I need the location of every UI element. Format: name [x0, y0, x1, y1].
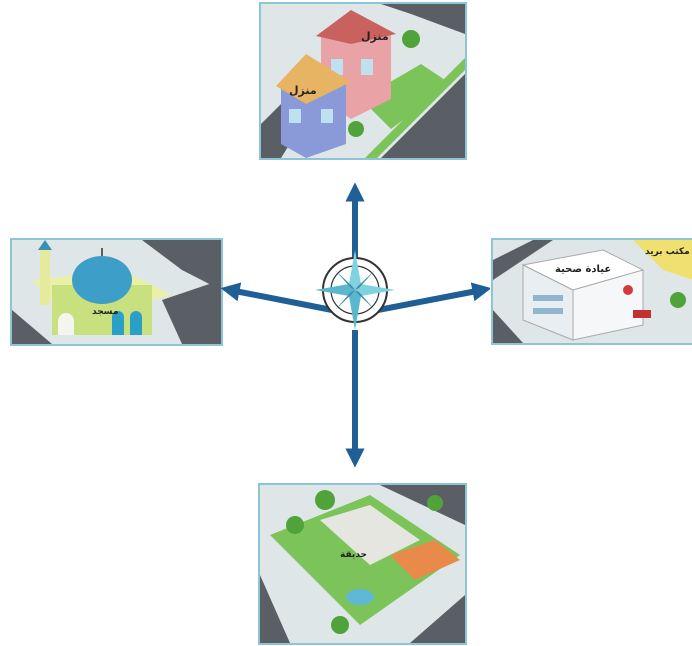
houses-scene: منزل منزل: [259, 2, 467, 160]
mosque-label: مسجد: [92, 307, 118, 317]
houses-illustration: منزل منزل: [261, 4, 465, 158]
arrow-right-icon: [377, 282, 492, 313]
clinic-scene: عيادة صحية مكتب بريد: [491, 238, 692, 345]
house-label-front: منزل: [289, 84, 317, 97]
house-label-back: منزل: [361, 30, 389, 43]
post-office-label: مكتب بريد: [645, 247, 690, 257]
compass-rose-icon: [315, 250, 395, 330]
arrow-left-icon: [220, 282, 333, 313]
compass: [220, 180, 492, 470]
clinic-label: عيادة صحية: [555, 264, 611, 275]
clinic-illustration: عيادة صحية مكتب بريد: [493, 240, 692, 343]
mosque-illustration: مسجد: [12, 240, 221, 344]
mosque-scene: مسجد: [10, 238, 223, 346]
park-scene: حديقة: [258, 483, 467, 645]
park-illustration: حديقة: [260, 485, 465, 643]
park-label: حديقة: [340, 550, 367, 560]
